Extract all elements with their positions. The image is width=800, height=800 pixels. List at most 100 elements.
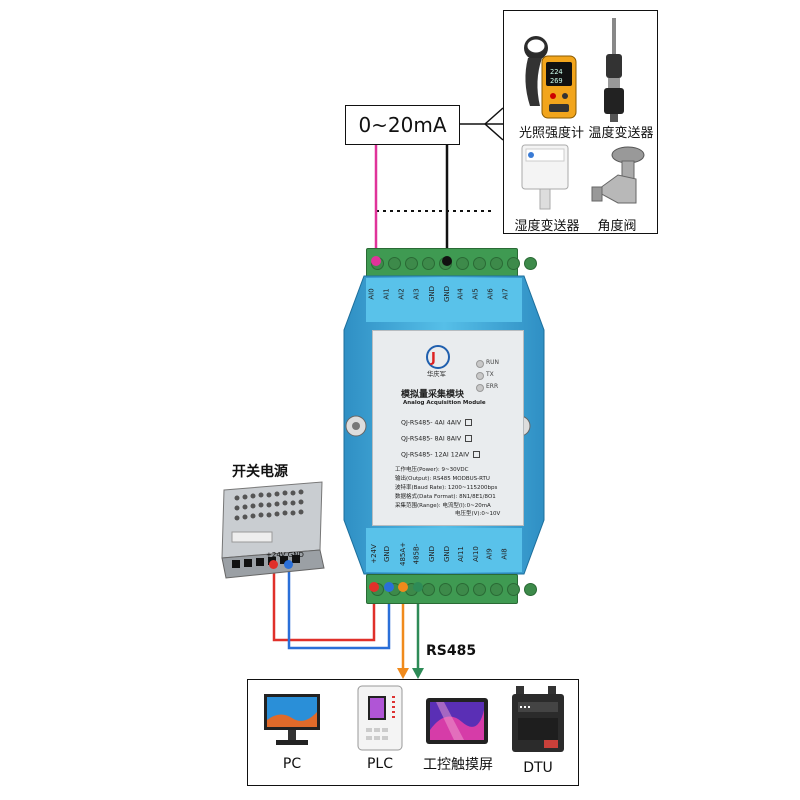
pin-label-ai8: AI8 [500, 548, 509, 560]
model-line-1: QJ-RS485- 4AI 4AIV [401, 419, 473, 427]
terminal-screw[interactable] [490, 257, 503, 270]
spec-baud: 波特率(Baud Rate): 1200~115200bps [395, 485, 498, 491]
svg-text:224: 224 [550, 68, 563, 76]
pin-label-ai7: AI7 [501, 288, 510, 300]
sensor-panel: 224 269 光照强度计 温度变送器 湿度变送器 角度阀 [503, 10, 658, 234]
spec-output: 输出(Output): RS485 MODBUS-RTU [395, 476, 490, 482]
pin-label-gnd: GND [383, 545, 392, 563]
pin-label-ai10: AI10 [471, 546, 480, 562]
temperature-transmitter-icon [604, 18, 624, 122]
spec-format: 数据格式(Data Format): 8N1/8E1/8O1 [395, 494, 496, 500]
bottom-terminal-screws [371, 583, 537, 596]
green-wire-dot [413, 582, 423, 592]
spec-range: 采集范围(Range): 电流型(I):0~20mA [395, 503, 491, 509]
svg-text:J: J [430, 351, 436, 366]
terminal-screw[interactable] [422, 257, 435, 270]
pin-label-gnd: GND [428, 285, 437, 303]
signal-range-box: 0~20mA [345, 105, 460, 145]
black-wire-dot [442, 256, 452, 266]
power-terminal-label: +24V GND [266, 551, 304, 559]
device-label-pc: PC [282, 756, 302, 772]
device-label-dtu: DTU [523, 760, 553, 776]
svg-text:269: 269 [550, 77, 563, 85]
red-power-wire [272, 565, 376, 642]
tx-led [476, 372, 484, 380]
model-line-2: QJ-RS485- 8AI 8AIV [401, 435, 473, 443]
terminal-screw[interactable] [507, 583, 520, 596]
pin-label-24v: +24V [369, 544, 378, 564]
terminal-screw[interactable] [473, 257, 486, 270]
pin-label-ai4: AI4 [456, 288, 465, 300]
terminal-screw[interactable] [473, 583, 486, 596]
pin-label-gnd: GND [428, 545, 437, 563]
plc-icon [357, 685, 403, 751]
signal-connector-diagonal-2 [484, 123, 504, 141]
blue-power-wire [287, 565, 391, 650]
terminal-screw[interactable] [422, 583, 435, 596]
signal-range-label: 0~20mA [358, 113, 447, 137]
sensor-label-angle-valve: 角度阀 [597, 219, 637, 234]
pin-label-ai6: AI6 [486, 288, 495, 300]
green-arrow-icon [412, 668, 424, 679]
brand-name: 华庆军 [427, 371, 446, 378]
power-red-dot [269, 560, 278, 569]
rs485-label: RS485 [426, 643, 477, 659]
checkbox [465, 419, 473, 426]
signal-connector-diagonal-1 [484, 107, 504, 125]
model-line-3: QJ-RS485- 12AI 12AIV [401, 451, 481, 459]
pin-label-485a: 485A+ [399, 541, 408, 567]
orange-arrow-icon [397, 668, 409, 679]
terminal-screw[interactable] [439, 583, 452, 596]
pin-label-ai0: AI0 [367, 288, 376, 300]
module-title: 模拟量采集模块 [401, 390, 465, 400]
pc-icon [264, 694, 320, 745]
orange-wire-dot [398, 582, 408, 592]
pin-label-ai2: AI2 [397, 288, 406, 300]
spec-power: 工作电压(Power): 9~30VDC [395, 467, 469, 473]
checkbox [465, 435, 473, 442]
devices-panel: PC PLC 工控触摸屏 DTU [247, 679, 579, 786]
bottom-pin-labels: +24V GND 485A+ 485B- GND GND AI11 AI10 A… [366, 540, 516, 570]
run-led [476, 360, 484, 368]
angle-valve-icon [591, 146, 645, 204]
terminal-screw[interactable] [456, 583, 469, 596]
terminal-screw[interactable] [388, 257, 401, 270]
checkbox [473, 451, 481, 458]
sensor-label-humidity: 湿度变送器 [514, 219, 580, 234]
dtu-icon [512, 686, 564, 752]
spec-range-voltage: 电压型(V):0~10V [455, 511, 501, 517]
module-subtitle: Analog Acquisition Module [403, 400, 486, 406]
terminal-screw[interactable] [490, 583, 503, 596]
pin-label-485b: 485B- [412, 543, 421, 565]
terminal-screw[interactable] [507, 257, 520, 270]
blue-wire-dot [384, 582, 394, 592]
magenta-wire-dot [371, 256, 381, 266]
touchscreen-icon [426, 698, 488, 744]
terminal-screw[interactable] [456, 257, 469, 270]
terminal-screw[interactable] [405, 257, 418, 270]
power-supply-label: 开关电源 [232, 464, 288, 480]
terminal-screw[interactable] [524, 583, 537, 596]
pin-label-gnd: GND [443, 545, 452, 563]
terminal-screw[interactable] [524, 257, 537, 270]
tx-led-label: TX [486, 371, 494, 378]
sensor-label-temperature: 温度变送器 [588, 126, 654, 141]
pin-label-ai3: AI3 [412, 288, 421, 300]
red-wire-dot [369, 582, 379, 592]
top-terminal-screws [371, 257, 537, 270]
light-meter-icon: 224 269 [524, 36, 577, 119]
err-led [476, 384, 484, 392]
run-led-label: RUN [486, 359, 500, 366]
device-label-plc: PLC [366, 756, 394, 772]
module-front-panel: J 华庆军 模拟量采集模块 Analog Acquisition Module … [372, 330, 524, 526]
humidity-transmitter-icon [521, 144, 569, 210]
pin-label-ai5: AI5 [471, 288, 480, 300]
power-blue-dot [284, 560, 293, 569]
pin-label-ai9: AI9 [485, 548, 494, 560]
brand-logo-icon: J [426, 345, 450, 369]
power-supply-icon [221, 481, 325, 579]
pin-label-gnd: GND [443, 285, 452, 303]
err-led-label: ERR [486, 383, 499, 390]
pin-label-ai1: AI1 [382, 288, 391, 300]
